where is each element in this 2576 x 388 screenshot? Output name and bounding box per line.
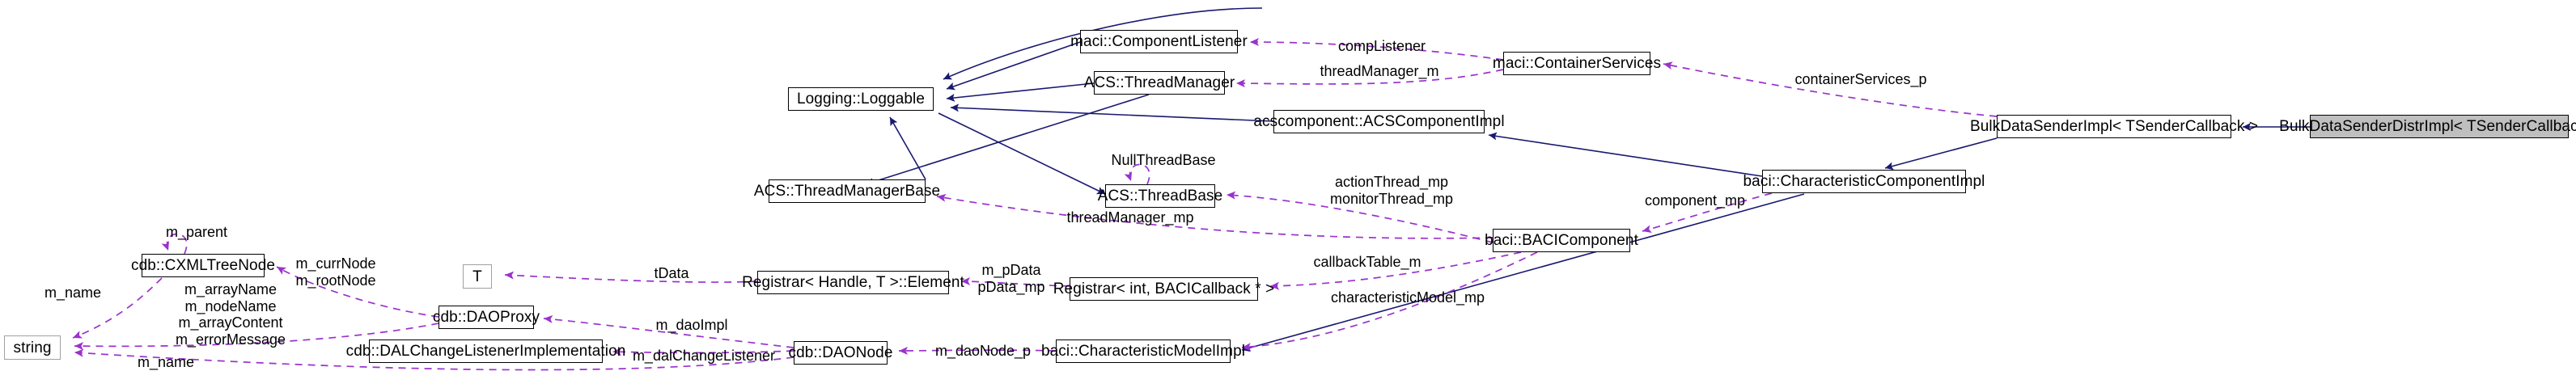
node-baci-characteristiccomponentimpl[interactable]: baci::CharacteristicComponentImpl — [1743, 170, 1985, 193]
edge-label-m-parent: m_parent — [165, 224, 228, 240]
node-cdb-dalchangelistenerimplementation[interactable]: cdb::DALChangeListenerImplementation — [346, 340, 625, 363]
node-string[interactable]: string — [4, 335, 61, 360]
edge-label-containerservices-p: containerServices_p — [1794, 71, 1927, 87]
edge-label-complistener: compListener — [1337, 38, 1426, 54]
edge-label-m-dalchangelistener: m_dalChangeListener — [632, 348, 776, 364]
node-acs-threadmanagerbase[interactable]: ACS::ThreadManagerBase — [754, 179, 940, 203]
node-acs-threadbase[interactable]: ACS::ThreadBase — [1098, 184, 1222, 208]
node-registrar-handle-t-element[interactable]: Registrar< Handle, T >::Element — [742, 271, 964, 294]
edge-label-m-daonode-p: m_daoNode_p — [934, 343, 1032, 359]
edge-label-m-name-top: m_name — [44, 285, 102, 301]
node-t-template-param[interactable]: T — [463, 264, 492, 289]
node-cdb-daonode[interactable]: cdb::DAONode — [789, 341, 892, 365]
node-maci-containerservices[interactable]: maci::ContainerServices — [1493, 52, 1661, 75]
node-acscomponent-acscomponentimpl[interactable]: acscomponent::ACSComponentImpl — [1253, 110, 1505, 133]
edge-label-threadmanager-mp: threadManager_mp — [1066, 209, 1194, 226]
usage-edges — [72, 38, 1998, 371]
edge-label-m-name-bottom: m_name — [137, 354, 195, 370]
node-acs-threadmanager[interactable]: ACS::ThreadManager — [1084, 71, 1235, 95]
edge-label-m-daoimpl: m_daoImpl — [655, 317, 728, 333]
node-baci-bacicomponent[interactable]: baci::BACIComponent — [1485, 229, 1638, 252]
node-registrar-int-bacicallback[interactable]: Registrar< int, BACICallback * > — [1053, 277, 1274, 301]
edge-label-nullthreadbase: NullThreadBase — [1111, 152, 1216, 168]
edge-label-component-mp: component_mp — [1644, 192, 1746, 209]
edge-label-tdata: tData — [654, 265, 689, 281]
edge-label-characteristicmodel-mp: characteristicModel_mp — [1330, 289, 1485, 306]
node-bulkdatasenderimpl[interactable]: BulkDataSenderImpl< TSenderCallback > — [1970, 115, 2258, 138]
edge-label-action-monitor-thread-mp: actionThread_mp monitorThread_mp — [1329, 174, 1454, 207]
edge-label-m-pdata: m_pData pData_mp — [977, 262, 1045, 295]
edge-label-threadmanager-m: threadManager_m — [1320, 63, 1439, 79]
node-logging-loggable[interactable]: Logging::Loggable — [788, 87, 934, 111]
node-cdb-daoproxy[interactable]: cdb::DAOProxy — [433, 306, 540, 329]
edge-label-callbacktable-m: callbackTable_m — [1313, 254, 1421, 270]
inheritance-edges — [865, 7, 2310, 352]
node-maci-componentlistener[interactable]: maci::ComponentListener — [1070, 30, 1248, 53]
edge-label-cxmltreenode-fields: m_arrayName m_nodeName m_arrayContent m_… — [175, 281, 286, 348]
node-bulkdatasenderdistrimpl-root[interactable]: BulkDataSenderDistrImpl< TSenderCallback… — [2279, 115, 2576, 138]
node-cdb-cxmltreenode[interactable]: cdb::CXMLTreeNode — [131, 254, 275, 277]
node-baci-characteristicmodelimpl[interactable]: baci::CharacteristicModelImpl — [1041, 340, 1245, 363]
edge-label-m-curr-root-node: m_currNode m_rootNode — [295, 255, 376, 289]
